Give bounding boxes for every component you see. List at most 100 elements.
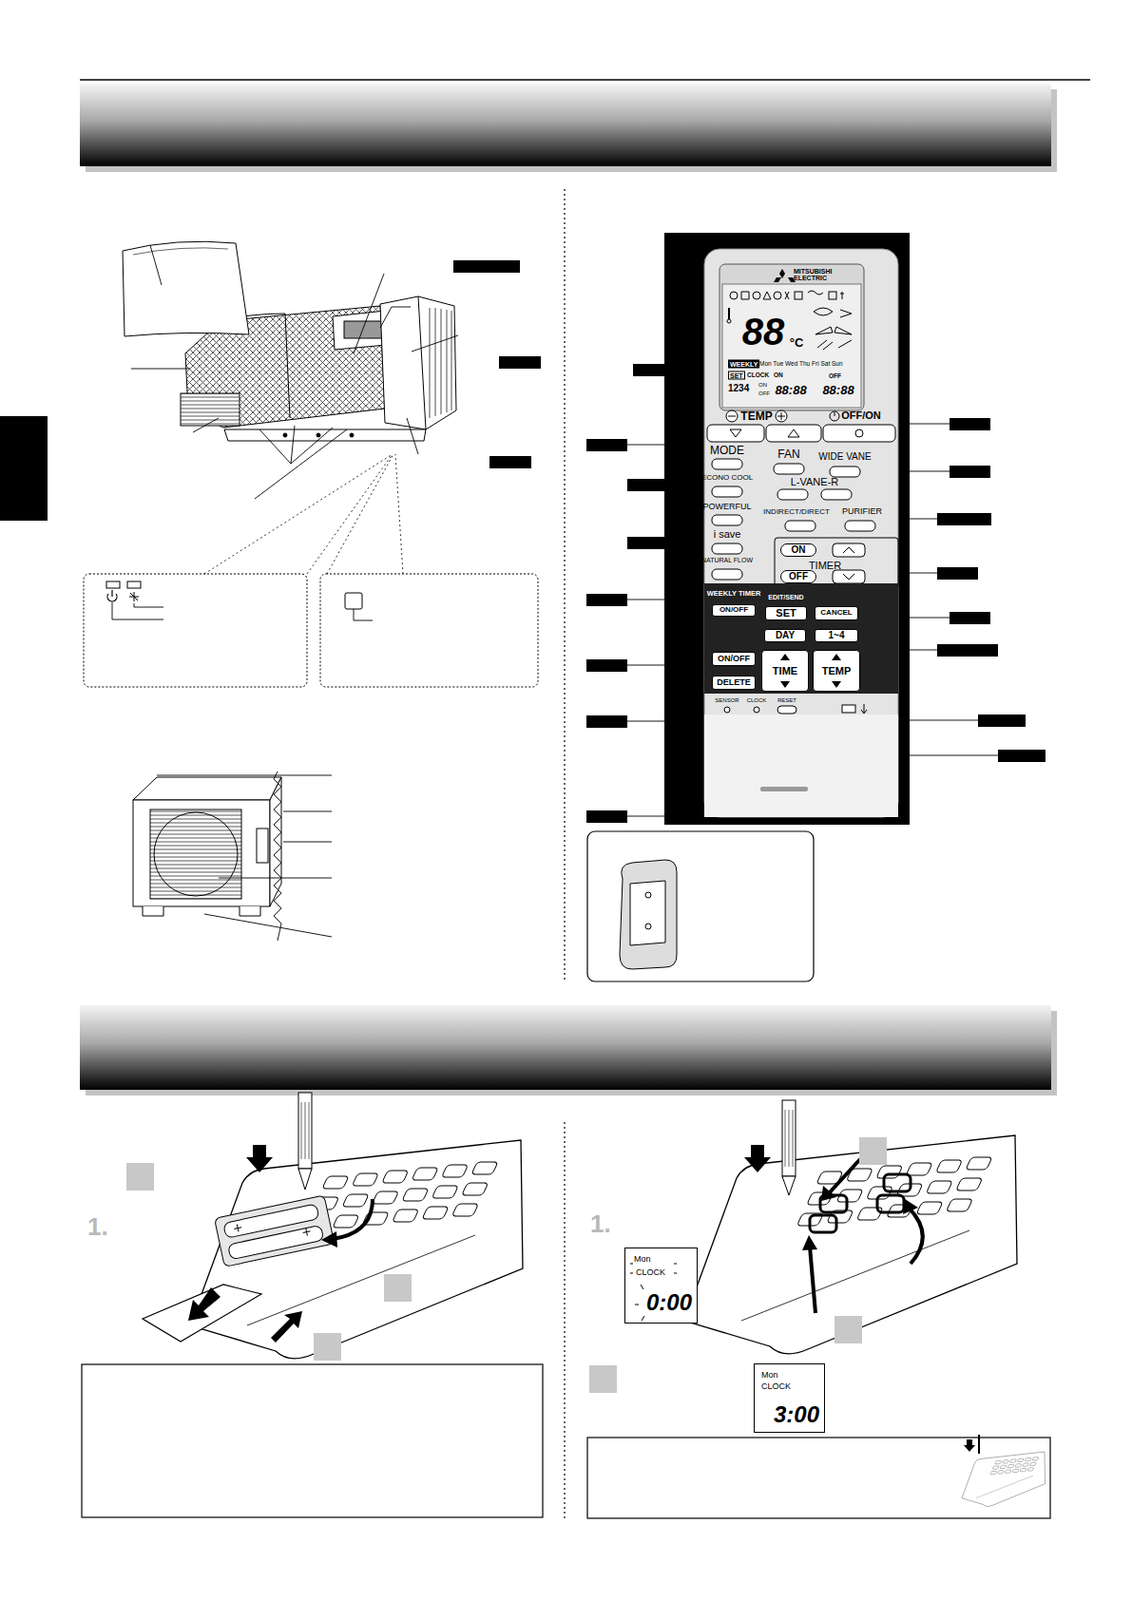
- label-text: WIDE VANE: [818, 452, 871, 463]
- remote-holder-part: [619, 860, 677, 970]
- outdoor-unit-part: [273, 771, 282, 941]
- button-text: TEMP: [822, 666, 852, 677]
- outdoor-unit-part: [256, 828, 269, 864]
- battery-illustration-part: [321, 1231, 338, 1248]
- battery-illustration-part: [383, 1274, 412, 1303]
- clock-illustration-part: [834, 1316, 863, 1344]
- battery-illustration-part-part: [214, 1195, 335, 1267]
- leader-lines-part: [259, 425, 333, 464]
- remote-label-boxes: [586, 364, 1046, 824]
- remote-label-boxes-part-part: [949, 418, 991, 431]
- button-text: TIME: [772, 666, 798, 677]
- remote-controller-part-part: [728, 416, 736, 418]
- remote-controller-part-part: [843, 547, 855, 580]
- remote-controller-part-part: [794, 291, 803, 300]
- remote-button: TEMP: [812, 650, 861, 692]
- remote-controller-part-part: [773, 291, 782, 300]
- clock-illustration-part: [624, 1247, 698, 1324]
- leader-lines-part: [192, 418, 219, 433]
- battery-illustration-part: [246, 1145, 273, 1173]
- remote-label-boxes-part-part: [586, 659, 628, 672]
- remote-label-boxes-part: [627, 369, 998, 817]
- detail-boxes-part: [204, 454, 403, 575]
- outdoor-unit-part: [156, 775, 332, 938]
- clock-illustration-part: [684, 1135, 1017, 1355]
- button-text: ON: [791, 545, 806, 556]
- clock-illustration-part: [809, 1247, 816, 1314]
- label-text: EDIT/SEND: [767, 594, 804, 601]
- remote-controller-part: [724, 704, 867, 714]
- leader-lines-part: [353, 273, 384, 354]
- label-boxes-part: [489, 456, 532, 469]
- dividers-part: [563, 1122, 565, 1521]
- remote-controller-part-part: [832, 543, 865, 557]
- remote-label-boxes-part-part: [937, 513, 992, 526]
- clock-illustration-part: [782, 1100, 796, 1177]
- remote-controller-part: [704, 714, 899, 818]
- remote-button: ON/OFF: [711, 652, 756, 667]
- indoor-unit: [122, 241, 457, 442]
- button-text: OFF: [788, 572, 808, 582]
- remote-label-boxes-part-part: [633, 364, 674, 377]
- outdoor-unit: [133, 771, 332, 941]
- remote-holder-part: [630, 881, 666, 946]
- button-text: DAY: [775, 631, 795, 641]
- label-boxes: [453, 260, 541, 469]
- button-text: ON/OFF: [719, 606, 749, 614]
- battery-illustration-part-part: [232, 1209, 311, 1251]
- display-text: WEEKLY: [728, 360, 760, 369]
- display-text: CLOCK: [761, 1382, 791, 1392]
- remote-controller-part-part: [829, 411, 840, 422]
- remote-label-boxes-part-part: [978, 714, 1026, 728]
- battery-illustration-part: [298, 1093, 312, 1170]
- remote-controller-part-part: [724, 707, 730, 713]
- display-text: ON: [773, 372, 784, 380]
- remote-controller-part-part: [728, 307, 730, 320]
- remote-controller-part-part: [774, 537, 899, 590]
- clock-illustration-part: [963, 1439, 976, 1453]
- header-bands-part: [79, 83, 1052, 167]
- display-text: CLOCK: [635, 1268, 666, 1278]
- remote-button: DELETE: [711, 675, 756, 691]
- remote-controller-part-part: [763, 291, 771, 300]
- clock-illustration-part: [828, 1159, 861, 1194]
- remote-button: ON/OFF: [711, 604, 756, 617]
- remote-controller-part-part: [711, 459, 743, 470]
- remote-controller-part-part: [775, 410, 787, 423]
- battery-illustration-part: [313, 1333, 342, 1362]
- remote-controller-part-part: [741, 291, 749, 300]
- clock-illustration-part: [961, 1452, 1046, 1507]
- arrow-up: [780, 653, 790, 661]
- display-text: OFF: [758, 390, 770, 397]
- remote-controller-part-part: [711, 486, 743, 498]
- remote-controller-part-part: [785, 520, 816, 532]
- clock-illustration-part: [907, 1207, 923, 1265]
- label-text: TEMP: [740, 410, 772, 423]
- clock-illustration-part: [978, 1435, 980, 1455]
- display-text: 1234: [728, 383, 749, 394]
- battery-illustration-part: [126, 1163, 154, 1191]
- outdoor-unit-part: [142, 906, 261, 917]
- remote-button: ON: [780, 543, 817, 557]
- display-text: ON: [758, 382, 768, 388]
- display-text: 0:00: [646, 1291, 692, 1315]
- indoor-unit-part: [224, 429, 426, 442]
- remote-label-boxes-part-part: [586, 810, 628, 824]
- label-text: L-VANE-R: [790, 477, 840, 489]
- remote-controller-part-part: [729, 291, 738, 300]
- battery-illustration-part: [214, 1195, 335, 1267]
- battery-illustration-part: [301, 1102, 309, 1160]
- header-bands-part: [0, 416, 48, 521]
- remote-label-boxes-part-part: [937, 644, 998, 657]
- remote-label-boxes-part-part: [937, 567, 979, 580]
- display-text: OFF: [828, 373, 842, 381]
- clock-illustration-part: [587, 1438, 1051, 1519]
- dividers: [563, 189, 565, 1521]
- header-bands: [0, 79, 1091, 1096]
- clock-illustration-part: [821, 1186, 837, 1202]
- remote-controller-part-part: [729, 429, 800, 438]
- display-text: Mon: [761, 1371, 779, 1381]
- detail-boxes-part: [345, 593, 363, 610]
- clock-display: MonCLOCK3:00: [753, 1363, 826, 1434]
- battery-illustration-part: [188, 1287, 221, 1322]
